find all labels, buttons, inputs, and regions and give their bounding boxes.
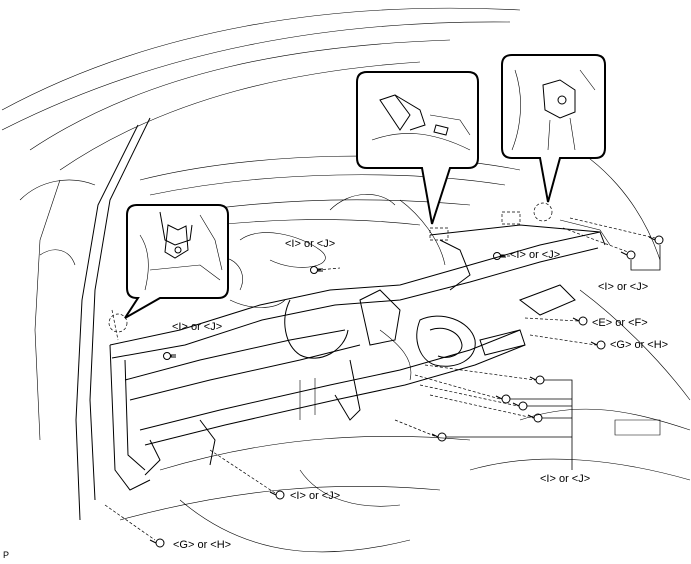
clip-markers [108, 202, 553, 333]
part-labels: <I> or <J> <I> or <J> <I> or <J> <I> or … [3, 238, 668, 560]
bolt [620, 250, 636, 260]
leader-lines [446, 245, 661, 470]
bolt-label: <I> or <J> [510, 249, 560, 261]
callout-center-clip-detail [356, 71, 479, 225]
bolt-label: <I> or <J> [285, 238, 335, 250]
instrument-panel-reinforcement [109, 224, 606, 491]
bolt [648, 235, 664, 245]
bolt [269, 490, 285, 500]
callout-left-clip-detail [124, 204, 229, 319]
bolt [527, 413, 543, 423]
dashed-install-lines [104, 217, 656, 541]
bolt-label: <I> or <J> [598, 281, 648, 293]
bolt [572, 316, 588, 326]
bolt-label: <I> or <J> [172, 321, 222, 333]
figure-code: P [3, 550, 9, 560]
bolt [163, 352, 176, 360]
bolt [310, 266, 323, 274]
bolt [495, 394, 511, 404]
bolt-label: <I> or <J> [290, 490, 340, 502]
bolt [149, 538, 165, 548]
bolt-label: <I> or <J> [540, 473, 590, 485]
bolt [493, 252, 506, 260]
callout-right-clip-detail [501, 54, 606, 203]
bolt [512, 401, 528, 411]
bolt-label: <E> or <F> [592, 317, 648, 329]
bolt-label: <G> or <H> [173, 539, 231, 551]
bolt [529, 375, 545, 385]
bolt [431, 432, 447, 442]
bolt [590, 340, 606, 350]
bolt-label: <G> or <H> [610, 339, 668, 351]
